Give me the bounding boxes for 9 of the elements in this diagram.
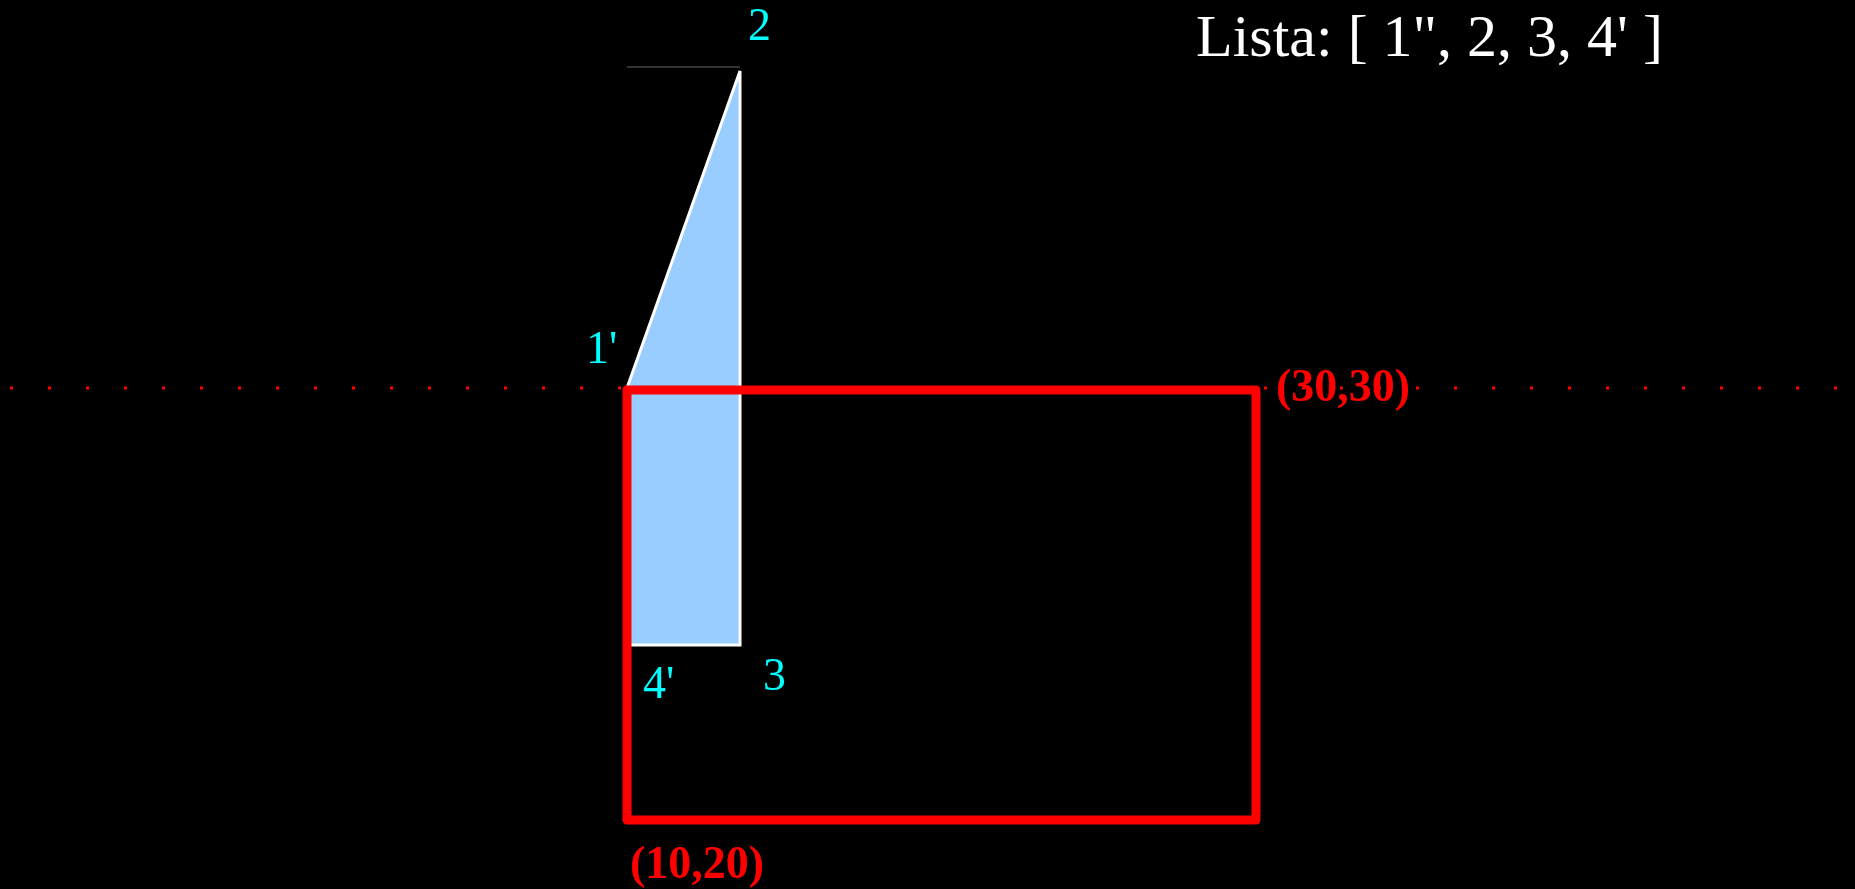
vertex-number: 1': [586, 325, 618, 371]
list-text: Lista: [ 1", 2, 3, 4' ]: [1196, 6, 1663, 66]
vertex-number: 4': [643, 660, 675, 706]
clip-rectangle: [622, 385, 1261, 825]
coordinate-label: (30,30): [1276, 363, 1411, 409]
coordinate-label: (10,20): [630, 840, 765, 886]
vertex-number: 3: [763, 652, 786, 698]
clipped-polygon: [625, 69, 742, 647]
vertex-number: 2: [748, 2, 771, 48]
